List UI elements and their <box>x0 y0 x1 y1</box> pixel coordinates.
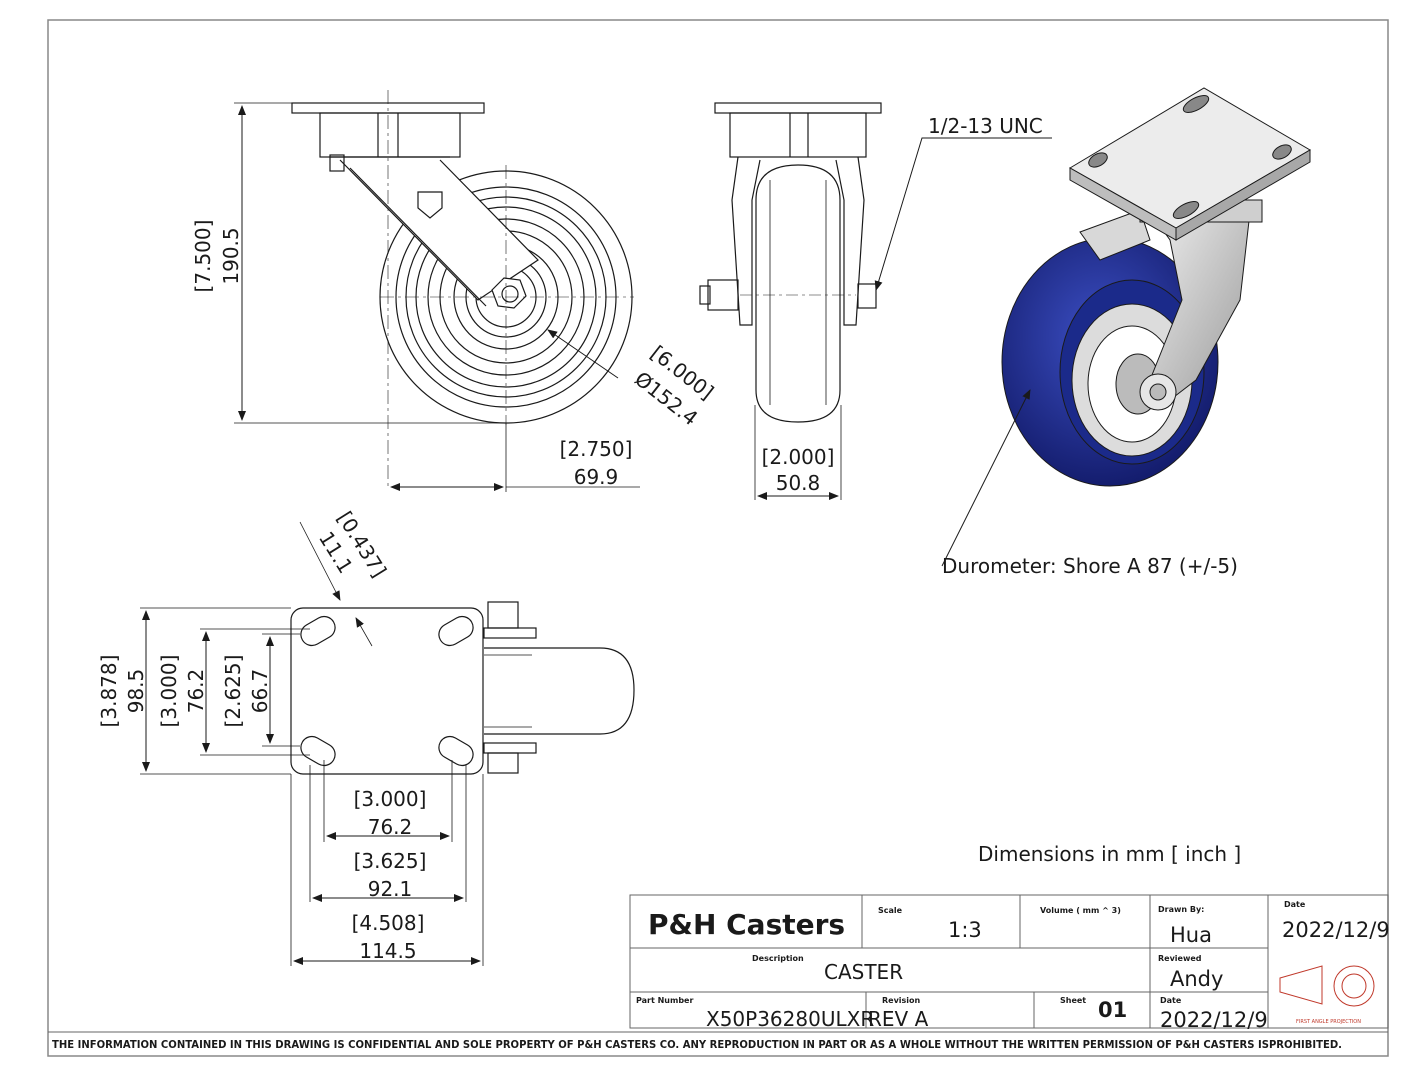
title-block-text: P&H Casters Scale 1:3 Volume ( mm ^ 3) D… <box>636 900 1390 1032</box>
hole-len2-mm: 66.7 <box>248 669 272 714</box>
sheet-label: Sheet <box>1060 996 1086 1005</box>
top-view <box>140 521 635 966</box>
units-note: Dimensions in mm [ inch ] <box>978 842 1241 866</box>
top-view-dimensions: [0.437] 11.1 [3.878] 98.5 [3.000] 76.2 [… <box>97 507 426 963</box>
part-number-label: Part Number <box>636 996 693 1005</box>
date2-label: Date <box>1160 996 1182 1005</box>
scale-value: 1:3 <box>948 918 982 942</box>
date-label: Date <box>1284 900 1306 909</box>
date-value: 2022/12/9 <box>1282 918 1390 942</box>
scale-label: Scale <box>878 906 903 915</box>
plate-len-in: [3.878] <box>97 655 121 728</box>
reviewed-label: Reviewed <box>1158 954 1202 963</box>
hole-w1-in: [3.000] <box>354 787 427 811</box>
sheet-value: 01 <box>1098 998 1127 1022</box>
revision-value: REV A <box>868 1007 929 1031</box>
volume-label: Volume ( mm ^ 3) <box>1040 906 1121 915</box>
date2-value: 2022/12/9 <box>1160 1008 1268 1032</box>
offset-in: [2.750] <box>560 437 633 461</box>
description-value: CASTER <box>824 960 903 984</box>
plate-w-mm: 114.5 <box>359 939 416 963</box>
height-mm: 190.5 <box>219 227 243 284</box>
reviewed-value: Andy <box>1170 967 1223 991</box>
hole-w2-in: [3.625] <box>354 849 427 873</box>
projection-label: FIRST ANGLE PROJECTION <box>1296 1019 1361 1025</box>
confidentiality-footer: THE INFORMATION CONTAINED IN THIS DRAWIN… <box>52 1038 1342 1051</box>
drawn-label: Drawn By: <box>1158 905 1204 914</box>
height-in: [7.500] <box>191 220 215 293</box>
wheel-width-mm: 50.8 <box>776 471 821 495</box>
front-view <box>699 102 1052 500</box>
drawn-value: Hua <box>1170 923 1212 947</box>
hole-w1-mm: 76.2 <box>368 815 413 839</box>
isometric-view <box>941 87 1311 567</box>
revision-label: Revision <box>882 996 921 1005</box>
side-view <box>234 90 640 492</box>
part-number-value: X50P36280ULXR <box>706 1007 874 1031</box>
company-name: P&H Casters <box>648 908 845 941</box>
offset-mm: 69.9 <box>574 465 619 489</box>
wheel-width-in: [2.000] <box>762 445 835 469</box>
sheet-border <box>47 19 1389 1057</box>
thread-note: 1/2-13 UNC <box>928 114 1043 138</box>
durometer-note: Durometer: Shore A 87 (+/-5) <box>942 554 1238 578</box>
plate-w-in: [4.508] <box>352 911 425 935</box>
hole-len1-in: [3.000] <box>157 655 181 728</box>
description-label: Description <box>752 954 804 963</box>
plate-len-mm: 98.5 <box>124 669 148 714</box>
hole-w2-mm: 92.1 <box>368 877 413 901</box>
title-block <box>48 894 1389 1033</box>
front-view-dimensions: 1/2-13 UNC [2.000] 50.8 <box>762 114 1043 495</box>
hole-len1-mm: 76.2 <box>184 669 208 714</box>
hole-len2-in: [2.625] <box>221 655 245 728</box>
